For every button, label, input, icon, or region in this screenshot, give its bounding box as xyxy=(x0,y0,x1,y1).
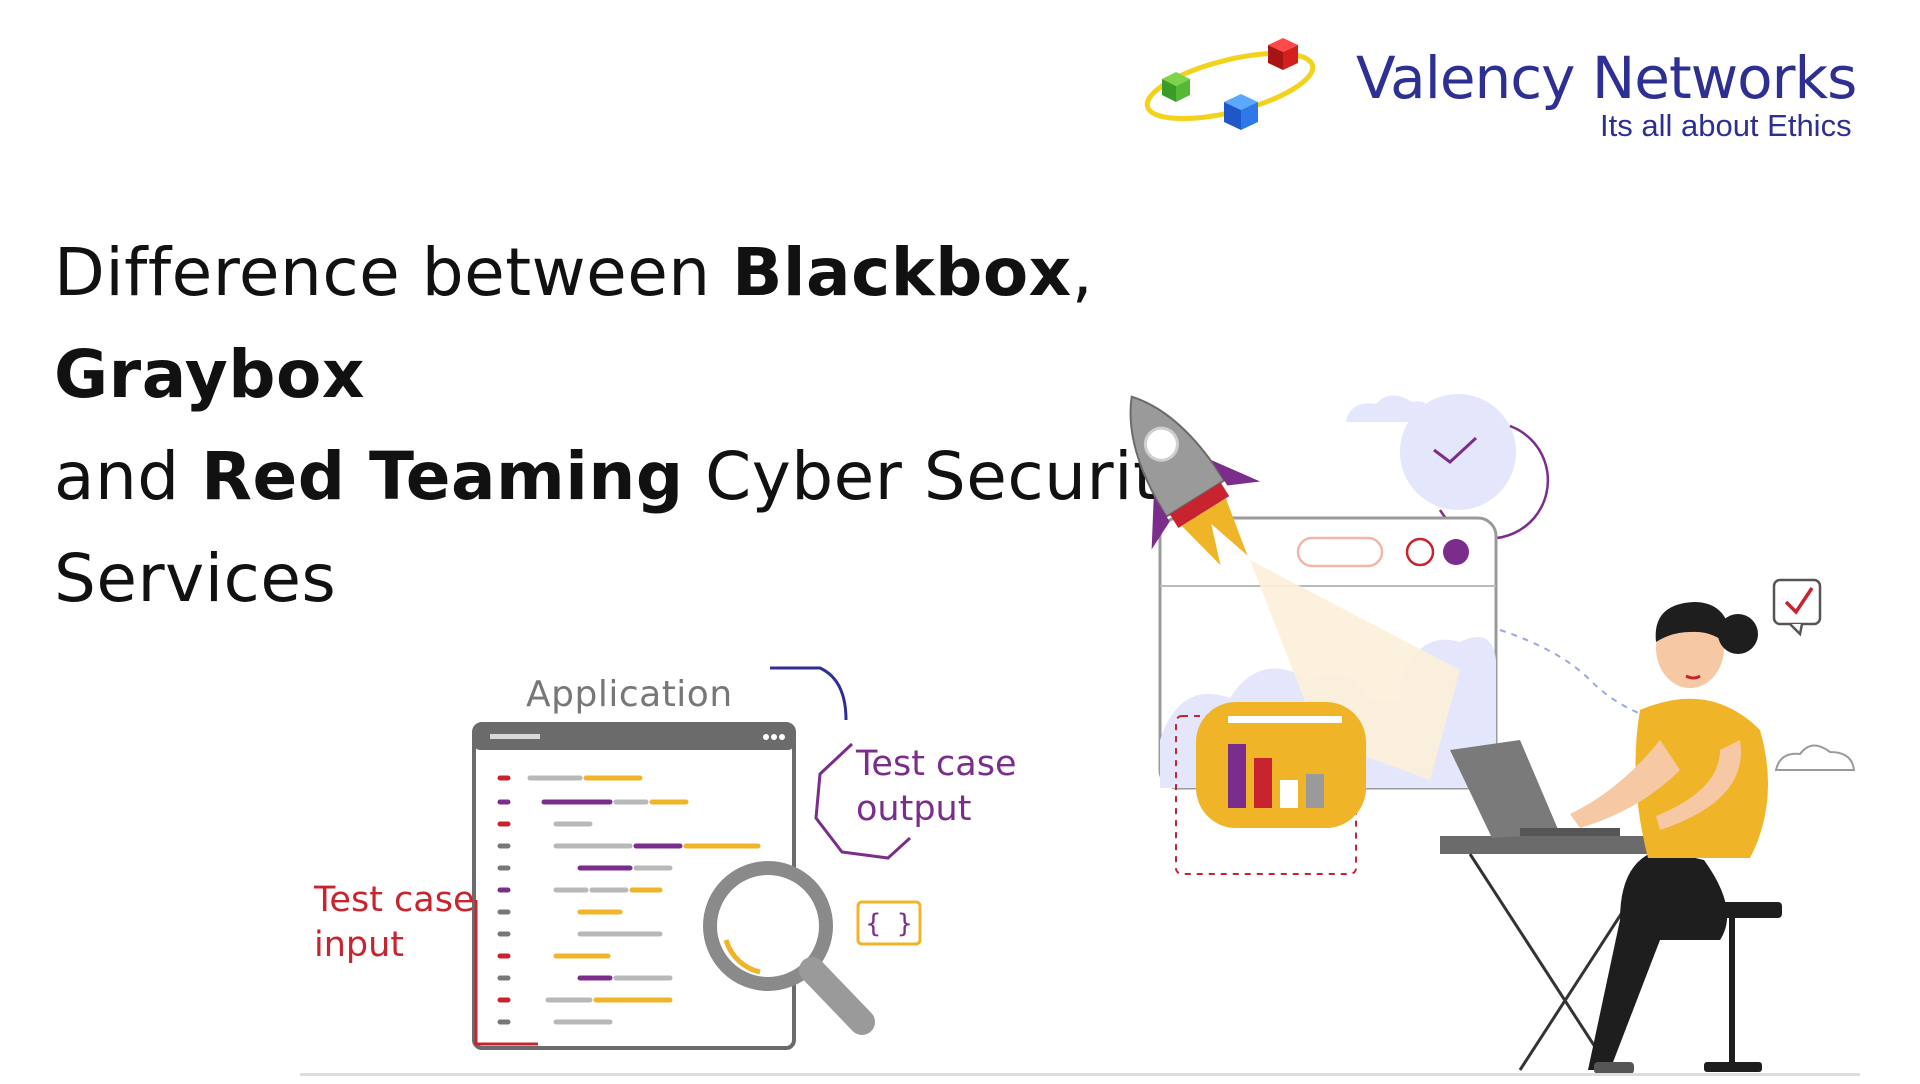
title-bold-blackbox: Blackbox xyxy=(732,234,1072,311)
title-text: Services xyxy=(54,540,337,617)
title-line-1: Difference between Blackbox, Graybox xyxy=(54,222,1394,426)
output-bracket xyxy=(814,742,912,860)
title-bold-red-teaming: Red Teaming xyxy=(201,438,684,515)
check-bubble-icon xyxy=(1772,578,1822,637)
cloud-icon xyxy=(1774,744,1856,771)
code-braces-box xyxy=(856,900,922,946)
brand-name: Valency Networks xyxy=(1356,44,1857,112)
output-label-line-1: Test case xyxy=(856,744,1017,784)
app-window-titlebar xyxy=(474,724,794,750)
title-text: Cyber Security xyxy=(683,438,1199,515)
title-line-2: and Red Teaming Cyber Security xyxy=(54,426,1394,528)
person-figure xyxy=(1570,602,1768,1074)
browser-address-bar xyxy=(1296,536,1384,568)
launch-drawing xyxy=(1129,394,1856,1074)
launch-illustration xyxy=(1100,380,1920,1080)
application-window-drawing: { } xyxy=(472,666,922,1050)
input-bracket xyxy=(474,900,538,1046)
brand-tagline: Its all about Ethics xyxy=(1600,108,1852,143)
bottom-divider xyxy=(300,1073,1860,1076)
desk xyxy=(1440,836,1694,854)
test-case-input-label: Test case input xyxy=(314,878,514,968)
rocket-icon xyxy=(1129,395,1261,566)
title-text: Difference between xyxy=(54,234,733,311)
title-bold-graybox: Graybox xyxy=(54,336,365,413)
bar-chart-icon xyxy=(1175,702,1366,875)
company-logo: Valency Networks Its all about Ethics xyxy=(1140,36,1880,156)
title-text: and xyxy=(54,438,202,515)
input-label-line-2: input xyxy=(314,925,405,965)
title-text: , xyxy=(1071,234,1094,311)
title-line-3: Services xyxy=(54,528,1394,630)
test-case-output-label: Test case output xyxy=(856,742,1066,832)
code-braces-text: { } xyxy=(866,909,913,939)
application-label: Application xyxy=(526,674,733,715)
output-label-line-2: output xyxy=(856,789,972,829)
application-test-illustration: { } Application Test case output Test ca… xyxy=(290,640,1070,1080)
magnifier-icon xyxy=(703,861,875,1035)
input-label-line-1: Test case xyxy=(314,880,475,920)
connector-arc xyxy=(770,666,848,721)
logo-cubes-icon xyxy=(1144,38,1316,130)
laptop xyxy=(1450,740,1560,838)
page-title: Difference between Blackbox, Graybox and… xyxy=(54,222,1394,630)
